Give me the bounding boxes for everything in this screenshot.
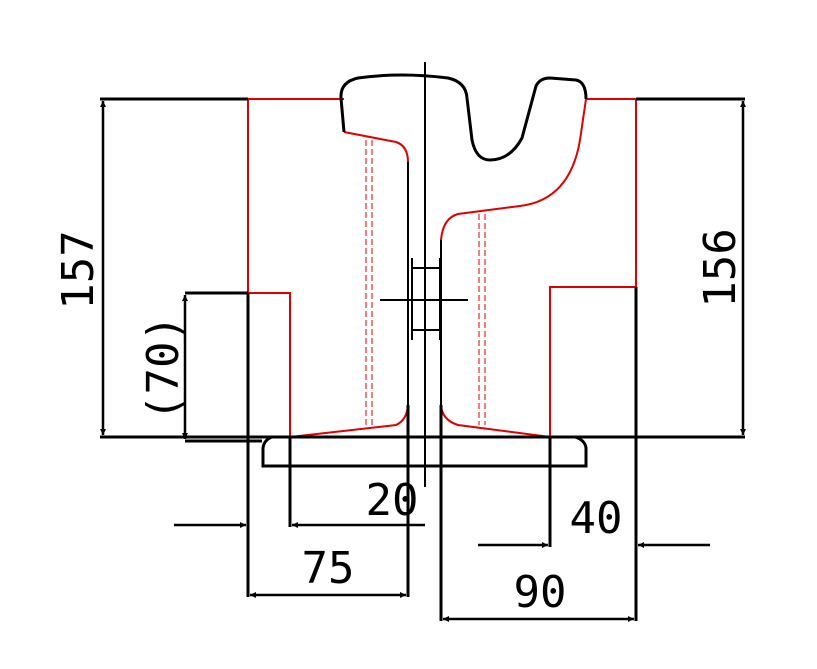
left-rail-red-profile — [289, 131, 409, 438]
extension-lines — [100, 97, 745, 621]
base-plate — [261, 435, 588, 468]
dim-label-90: 90 — [514, 567, 567, 618]
rail-head-outline — [339, 73, 588, 162]
dim-label-40: 40 — [570, 493, 623, 544]
right-rail-red-profile — [440, 98, 587, 438]
dimension-lines — [100, 101, 746, 622]
dim-label-20: 20 — [366, 475, 419, 526]
left-step-red-line — [248, 292, 291, 437]
dim-label-70: (70) — [138, 315, 189, 421]
right-red-outline — [549, 98, 637, 437]
dim-label-157: 157 — [53, 230, 104, 309]
dim-label-75: 75 — [302, 543, 355, 594]
center-lines — [380, 62, 468, 487]
hidden-lines — [365, 140, 486, 425]
dim-label-156: 156 — [695, 228, 746, 307]
